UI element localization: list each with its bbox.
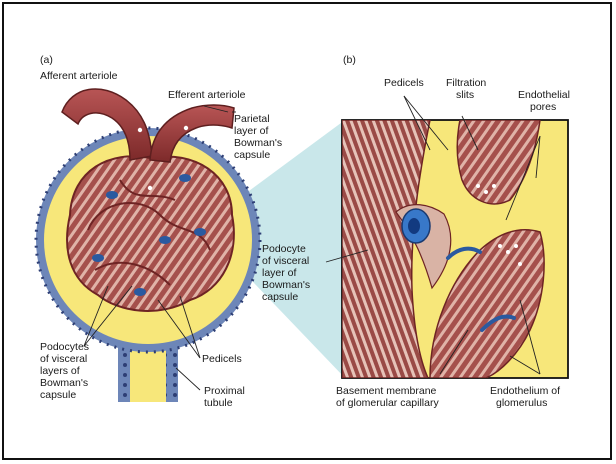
panel-a-label: (a) [40,54,53,66]
panel-b-label: (b) [343,54,356,66]
pedicels-a-label: Pedicels [202,353,242,365]
parietal-layer-label: Parietal layer of Bowman's capsule [234,113,285,161]
podocytes-label: Podocytes of visceral layers of Bowman's… [40,341,92,401]
filtration-slits-label: Filtration slits [446,77,489,101]
endothelial-pores-label: Endothelial pores [518,89,573,113]
glomerular-tuft [67,156,234,311]
efferent-arteriole-label: Efferent arteriole [168,89,246,101]
proximal-tubule-label: Proximal tubule [204,385,248,409]
pedicels-b-label: Pedicels [384,77,424,89]
afferent-arteriole-label: Afferent arteriole [40,70,118,82]
endothelium-label: Endothelium of glomerulus [490,385,563,409]
filtration-membrane-detail [342,120,568,378]
basement-membrane-label: Basement membrane of glomerular capillar… [336,385,439,409]
